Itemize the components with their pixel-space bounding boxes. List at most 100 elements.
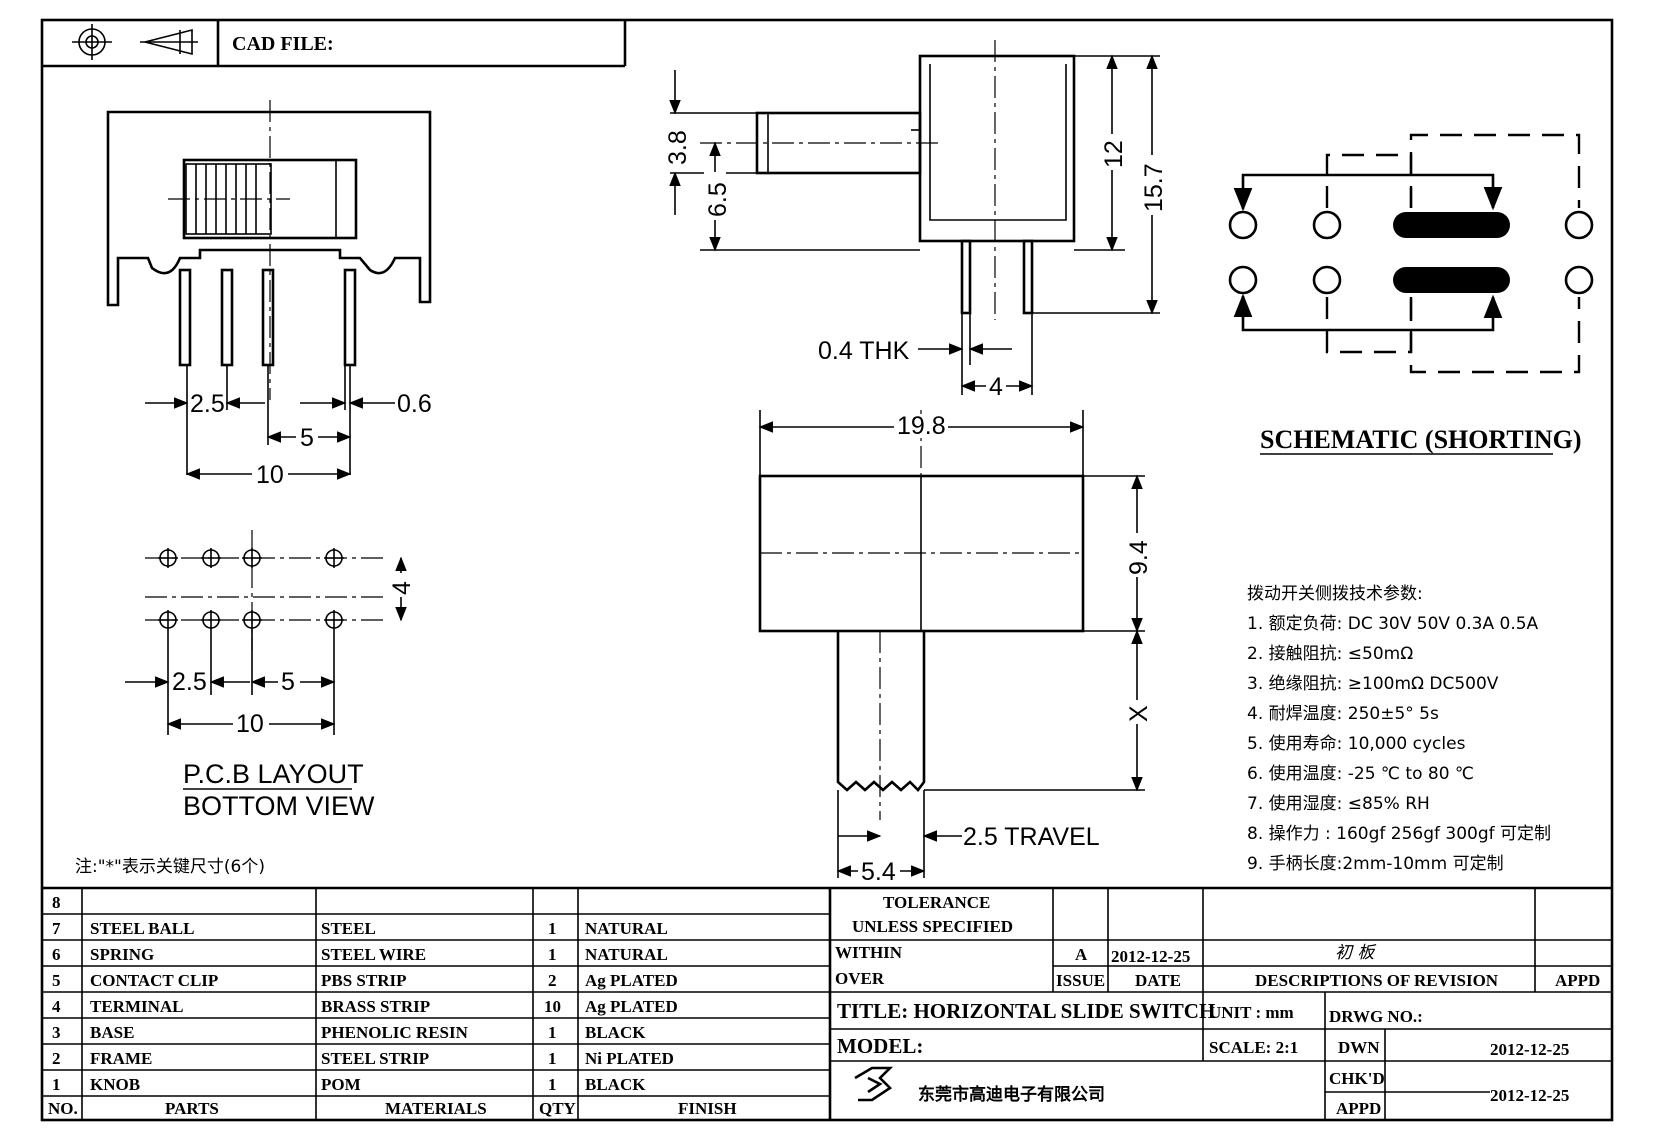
drawing-title: TITLE: HORIZONTAL SLIDE SWITCH: [837, 999, 1215, 1023]
descriptions-label: DESCRIPTIONS OF REVISION: [1255, 971, 1499, 990]
spec-item-1: 1. 额定负荷: DC 30V 50V 0.3A 0.5A: [1247, 614, 1539, 634]
bom-cell-finish: BLACK: [585, 1023, 646, 1042]
key-dimension-note: 注:"*"表示关键尺寸(6个): [75, 857, 265, 877]
bom-cell-no: 7: [52, 919, 61, 938]
bom-cell-finish: NATURAL: [585, 945, 668, 964]
issue-value: A: [1075, 945, 1088, 964]
bom-cell-material: POM: [321, 1075, 361, 1094]
drawing-border: [40, 18, 1614, 1122]
bom-cell-material: BRASS STRIP: [321, 997, 430, 1016]
schematic: SCHEMATIC (SHORTING): [1228, 133, 1594, 455]
scale-label: SCALE: 2:1: [1209, 1038, 1298, 1057]
bom-cell-qty: 10: [544, 997, 561, 1016]
date-label: DATE: [1135, 971, 1181, 990]
title-block: TOLERANCE UNLESS SPECIFIED WITHIN OVER A…: [830, 888, 1612, 1120]
spec-item-9: 9. 手柄长度:2mm-10mm 可定制: [1247, 854, 1504, 874]
dim-10-top: 10: [256, 461, 284, 489]
header-box: CAD FILE:: [42, 20, 627, 68]
issue-label: ISSUE: [1056, 971, 1105, 990]
pcb-dim-5: 5: [281, 668, 295, 696]
spec-item-2: 2. 接触阻抗: ≤50mΩ: [1247, 644, 1413, 664]
bom-header-no: NO.: [48, 1099, 78, 1118]
company-name: 东莞市高迪电子有限公司: [918, 1084, 1105, 1105]
dim-6-5: 6.5: [704, 182, 732, 217]
pcb-layout: 4 2.5 5 10 P.C.B LAYOUT BOTTOM VIEW: [125, 530, 416, 821]
spec-item-3: 3. 绝缘阻抗: ≥100mΩ DC500V: [1247, 674, 1499, 694]
spec-list: 拨动开关侧拨技术参数: 1. 额定负荷: DC 30V 50V 0.3A 0.5…: [1247, 584, 1551, 874]
chkd-date: 2012-12-25: [1490, 1086, 1569, 1105]
bom-cell-no: 4: [52, 997, 61, 1016]
bom-cell-material: STEEL: [321, 919, 376, 938]
bom-cell-part: FRAME: [90, 1049, 152, 1068]
top-view: 2.5 0.6 5 10: [106, 100, 432, 489]
cad-file-label: CAD FILE:: [232, 33, 334, 55]
bom-cell-no: 2: [52, 1049, 61, 1068]
dim-3-8: 3.8: [664, 130, 692, 165]
drwg-no-label: DRWG NO.:: [1329, 1007, 1423, 1026]
over-label: OVER: [835, 969, 885, 988]
bom-cell-qty: 2: [548, 971, 557, 990]
dim-19-8: 19.8: [897, 412, 946, 440]
bom-header-materials: MATERIALS: [385, 1099, 487, 1118]
appd2-label: APPD: [1336, 1099, 1381, 1118]
bom-cell-part: KNOB: [90, 1075, 140, 1094]
bom-cell-part: CONTACT CLIP: [90, 971, 218, 990]
bom-cell-qty: 1: [548, 1049, 557, 1068]
side-view: 3.8 6.5 12 15.7 0.4 THK 4: [664, 40, 1168, 401]
bom-cell-qty: 1: [548, 919, 557, 938]
bom-cell-finish: Ag PLATED: [585, 997, 678, 1016]
dim-0-6: 0.6: [397, 390, 432, 418]
bom-cell-finish: BLACK: [585, 1075, 646, 1094]
bom-cell-material: STEEL STRIP: [321, 1049, 429, 1068]
bom-cell-no: 1: [52, 1075, 61, 1094]
front-view: 19.8 9.4 X 2.5 TRAVEL 5.4: [758, 410, 1153, 886]
model-label: MODEL:: [837, 1034, 923, 1058]
dwn-date: 2012-12-25: [1490, 1040, 1569, 1059]
revision-note: 初 板: [1335, 943, 1377, 963]
bom-cell-part: STEEL BALL: [90, 919, 194, 938]
dwn-label: DWN: [1338, 1038, 1380, 1057]
pcb-dim-2-5: 2.5: [172, 668, 207, 696]
bom-cell-finish: NATURAL: [585, 919, 668, 938]
bom-cell-no: 8: [52, 893, 61, 912]
bom-cell-material: PBS STRIP: [321, 971, 407, 990]
within-label: WITHIN: [835, 943, 903, 962]
schematic-title: SCHEMATIC (SHORTING): [1260, 425, 1581, 454]
bom-header-finish: FINISH: [678, 1099, 737, 1118]
bom-header-qty: QTY: [539, 1099, 576, 1118]
bom-cell-part: TERMINAL: [90, 997, 184, 1016]
pcb-dim-4: 4: [388, 581, 416, 595]
tolerance-label: TOLERANCE: [883, 893, 990, 912]
bom-header-parts: PARTS: [165, 1099, 219, 1118]
projection-symbol-icon: [72, 24, 198, 60]
dim-5-4: 5.4: [861, 858, 896, 886]
pcb-title: P.C.B LAYOUT: [183, 759, 364, 789]
terminal-pins: [178, 268, 357, 367]
dim-2-5-top: 2.5: [190, 390, 225, 418]
bom-cell-qty: 1: [548, 1075, 557, 1094]
dim-5-top: 5: [300, 424, 314, 452]
spec-item-6: 6. 使用温度: -25 ℃ to 80 ℃: [1247, 763, 1474, 784]
spec-heading: 拨动开关侧拨技术参数:: [1247, 584, 1423, 604]
dim-x: X: [1125, 705, 1153, 722]
spec-item-5: 5. 使用寿命: 10,000 cycles: [1247, 733, 1466, 754]
dim-4-side: 4: [989, 373, 1003, 401]
chkd-label: CHK'D: [1329, 1069, 1385, 1088]
spec-item-7: 7. 使用湿度: ≤85% RH: [1247, 793, 1430, 814]
unless-specified-label: UNLESS SPECIFIED: [852, 917, 1013, 936]
bom-cell-finish: Ag PLATED: [585, 971, 678, 990]
dim-15-7: 15.7: [1140, 163, 1168, 212]
dim-9-4: 9.4: [1125, 540, 1153, 575]
dim-12: 12: [1100, 140, 1128, 168]
dim-0-4-thk: 0.4 THK: [818, 337, 910, 365]
pcb-subtitle: BOTTOM VIEW: [183, 791, 375, 821]
bom-cell-material: PHENOLIC RESIN: [321, 1023, 469, 1042]
pcb-dim-10: 10: [236, 710, 264, 738]
bom-cell-part: BASE: [90, 1023, 134, 1042]
dim-2-5-travel: 2.5 TRAVEL: [963, 823, 1100, 851]
unit-label: UNIT : mm: [1209, 1003, 1294, 1022]
bom-cell-no: 3: [52, 1023, 61, 1042]
